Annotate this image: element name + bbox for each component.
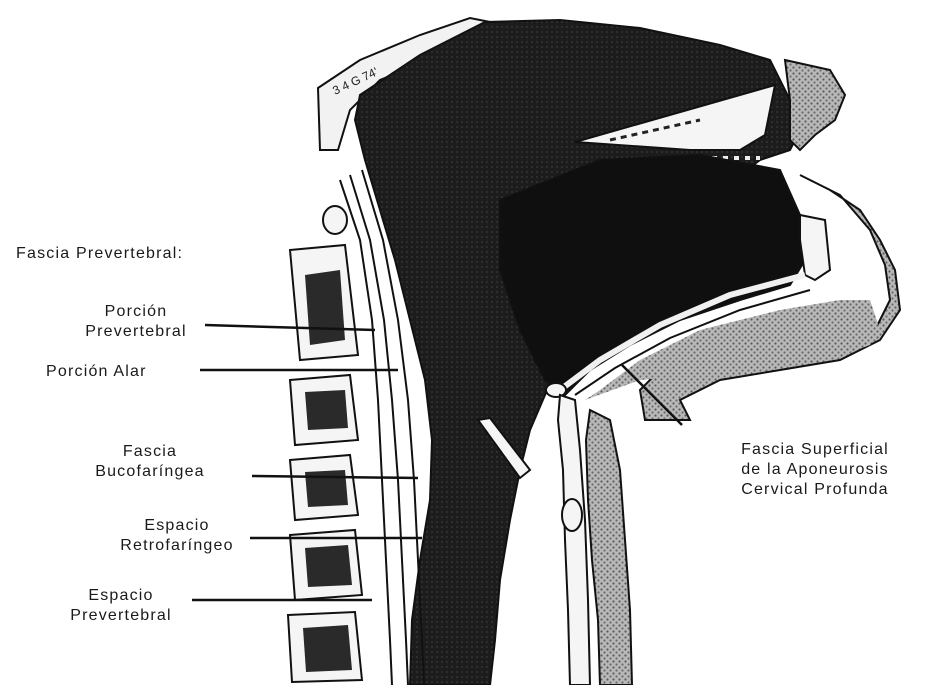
label-espacio-retrofaringeo: Espacio Retrofaríngeo	[92, 516, 262, 556]
vocal-cord	[562, 499, 582, 531]
cervical-vertebrae	[288, 206, 362, 682]
mandible	[800, 215, 830, 280]
label-porcion-prevertebral: Porción Prevertebral	[48, 302, 224, 342]
label-fascia-prevertebral: Fascia Prevertebral:	[16, 244, 183, 264]
label-fascia-superficial: Fascia Superficial de la Aponeurosis Cer…	[708, 440, 922, 500]
label-fascia-bucofaringea: Fascia Bucofaríngea	[50, 442, 250, 482]
epiglottis	[546, 383, 566, 397]
label-espacio-prevertebral: Espacio Prevertebral	[36, 586, 206, 626]
anterior-neck	[586, 410, 632, 685]
upper-lip	[785, 60, 845, 150]
leader-fascia-bucofaringea	[252, 476, 418, 478]
label-porcion-alar: Porción Alar	[46, 362, 147, 382]
